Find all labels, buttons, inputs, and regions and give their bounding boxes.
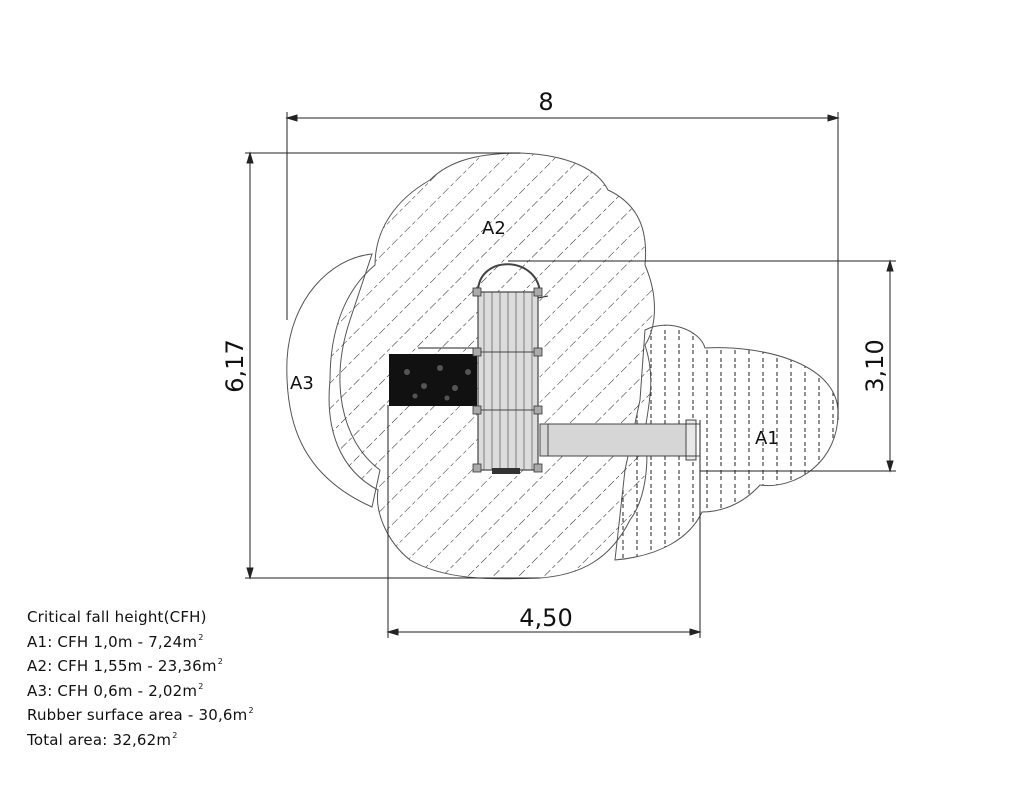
tower-deck	[472, 263, 549, 474]
zone-a1-label: A1	[755, 428, 779, 449]
zone-a3-label: A3	[290, 373, 314, 394]
legend-line: Total area: 32,62m2	[27, 730, 178, 749]
legend-line: A1: CFH 1,0m - 7,24m2	[27, 632, 204, 651]
slide	[539, 419, 700, 461]
legend-title: Critical fall height(CFH)	[27, 608, 207, 626]
dimension-width	[285, 112, 840, 420]
zone-a1-area	[614, 324, 839, 561]
legend-line: Rubber surface area - 30,6m2	[27, 706, 254, 724]
dimension-height	[245, 151, 540, 580]
dimension-right	[508, 259, 896, 473]
legend-line: A3: CFH 0,6m - 2,02m2	[27, 681, 204, 700]
zone-a2-label: A2	[482, 218, 506, 239]
dimension-height-label: 6,17	[221, 339, 249, 392]
climbing-wall	[389, 347, 478, 406]
legend: Critical fall height(CFH) A1: CFH 1,0m -…	[27, 608, 254, 750]
dimension-right-label: 3,10	[861, 339, 889, 392]
dimension-bottom-label: 4,50	[519, 604, 572, 632]
legend-line: A2: CFH 1,55m - 23,36m2	[27, 657, 223, 675]
dimension-width-label: 8	[538, 88, 553, 116]
